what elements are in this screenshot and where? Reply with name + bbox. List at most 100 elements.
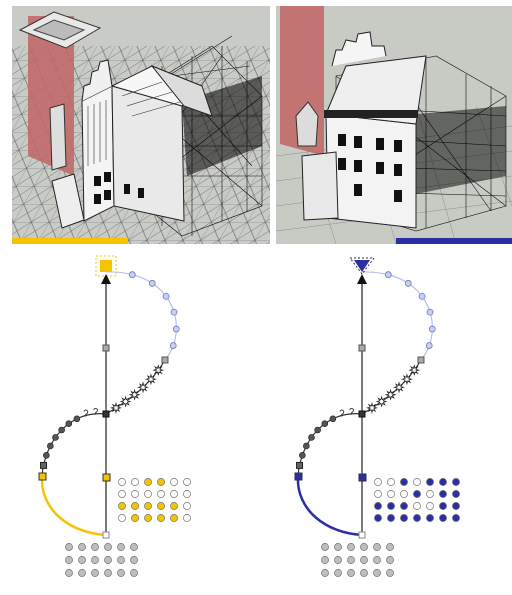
- state-grid-dot: [144, 490, 152, 498]
- upper-star-marker: [408, 364, 421, 377]
- upper-star-marker: [393, 381, 405, 394]
- state-grid-dot: [144, 478, 152, 486]
- lower-circle-marker: [308, 434, 315, 441]
- upper-curve-light: [105, 271, 177, 361]
- neutral-grid-dot: [91, 569, 99, 577]
- state-grid-dot: [131, 514, 139, 522]
- neutral-grid-dot: [321, 543, 329, 551]
- neutral-grid-dot: [117, 556, 125, 564]
- state-grid-dot: [413, 490, 421, 498]
- neutral-grid-dot: [104, 569, 112, 577]
- state-grid-dot: [118, 478, 126, 486]
- state-grid-dot: [400, 502, 408, 510]
- neutral-grid-dot: [91, 556, 99, 564]
- state-grid-dot: [452, 490, 460, 498]
- lower-circle-marker: [314, 426, 321, 434]
- upper-circle-marker: [425, 342, 433, 349]
- state-grid-dot: [387, 514, 395, 522]
- upper-star-marker: [144, 373, 157, 386]
- state-grid-dot: [118, 502, 126, 510]
- lower-curve-accent: [40, 475, 107, 537]
- state-grid-dot: [452, 514, 460, 522]
- state-grid-dot: [387, 478, 395, 486]
- axis-node-bottom: [102, 531, 110, 539]
- axis-node-bottom: [358, 531, 366, 539]
- lower-circle-marker: [329, 415, 337, 423]
- state-grid-dot: [157, 478, 165, 486]
- neutral-grid-dot: [65, 543, 73, 551]
- axis-arrowhead: [357, 274, 367, 284]
- state-grid-dot: [374, 502, 382, 510]
- curve-node-accent: [294, 472, 303, 481]
- axis-node-accent: [358, 473, 367, 482]
- state-grid-dot: [374, 490, 382, 498]
- state-grid-dot: [439, 502, 447, 510]
- state-grid-dot: [183, 490, 191, 498]
- state-grid-dot: [426, 478, 434, 486]
- axis-node-middle: [358, 410, 366, 418]
- lower-square-marker: [40, 461, 48, 469]
- state-grid-dot: [183, 478, 191, 486]
- upper-star-marker: [137, 381, 149, 394]
- lower-square-marker: [296, 461, 304, 469]
- transition-diagram-right: [256, 250, 512, 595]
- state-grid-dot: [131, 478, 139, 486]
- neutral-grid-dot: [386, 556, 394, 564]
- curve-node-accent: [38, 472, 47, 481]
- lower-circle-marker: [52, 434, 59, 441]
- neutral-grid-dot: [130, 543, 138, 551]
- neutral-grid-dot: [347, 556, 355, 564]
- state-grid-dot: [157, 502, 165, 510]
- state-grid-dot: [452, 478, 460, 486]
- lower-question-marker: [83, 409, 89, 417]
- axis-node-accent: [102, 473, 111, 482]
- state-grid-dot: [144, 502, 152, 510]
- upper-square-marker: [417, 356, 425, 364]
- neutral-grid-dot: [104, 556, 112, 564]
- lower-question-marker: [93, 407, 98, 415]
- upper-star-marker: [119, 395, 132, 408]
- state-grid-dot: [183, 514, 191, 522]
- neutral-grid-dot: [91, 543, 99, 551]
- state-grid-dot: [374, 478, 382, 486]
- state-grid-dot: [131, 502, 139, 510]
- state-grid-dot: [118, 490, 126, 498]
- transition-diagram-left: [0, 250, 256, 595]
- upper-circle-marker: [384, 271, 392, 279]
- lower-circle-marker: [73, 415, 81, 423]
- upper-circle-marker: [404, 279, 412, 287]
- upper-circle-marker: [148, 279, 156, 287]
- neutral-grid-dot: [334, 556, 342, 564]
- upper-square-marker: [161, 356, 169, 364]
- neutral-grid-dot: [130, 569, 138, 577]
- neutral-grid-dot: [334, 569, 342, 577]
- neutral-grid-dot: [373, 556, 381, 564]
- neutral-grid-dot: [321, 556, 329, 564]
- upper-star-marker: [366, 401, 378, 414]
- state-grid-dot: [439, 490, 447, 498]
- neutral-grid-dot: [386, 543, 394, 551]
- lower-question-marker: [349, 407, 354, 415]
- state-grid-dot: [413, 502, 421, 510]
- top-marker-outline: [349, 257, 375, 275]
- state-grid-dot: [452, 502, 460, 510]
- axis-node-middle: [102, 410, 110, 418]
- state-grid-dot: [387, 502, 395, 510]
- upper-circle-marker: [128, 271, 136, 279]
- state-grid-dot: [387, 490, 395, 498]
- upper-circle-marker: [428, 325, 436, 333]
- upper-star-marker: [375, 395, 388, 408]
- upper-curve-light: [361, 271, 433, 361]
- state-grid-dot: [374, 514, 382, 522]
- lower-question-marker: [339, 409, 345, 417]
- neutral-grid-dot: [65, 569, 73, 577]
- lower-circle-marker: [321, 420, 329, 428]
- upper-circle-marker: [170, 308, 178, 316]
- neutral-grid-dot: [78, 543, 86, 551]
- upper-star-marker: [384, 388, 397, 401]
- state-grid-dot: [157, 514, 165, 522]
- state-grid-dot: [170, 502, 178, 510]
- lower-circle-marker: [65, 420, 73, 428]
- lower-circle-marker: [43, 452, 50, 459]
- neutral-grid-dot: [130, 556, 138, 564]
